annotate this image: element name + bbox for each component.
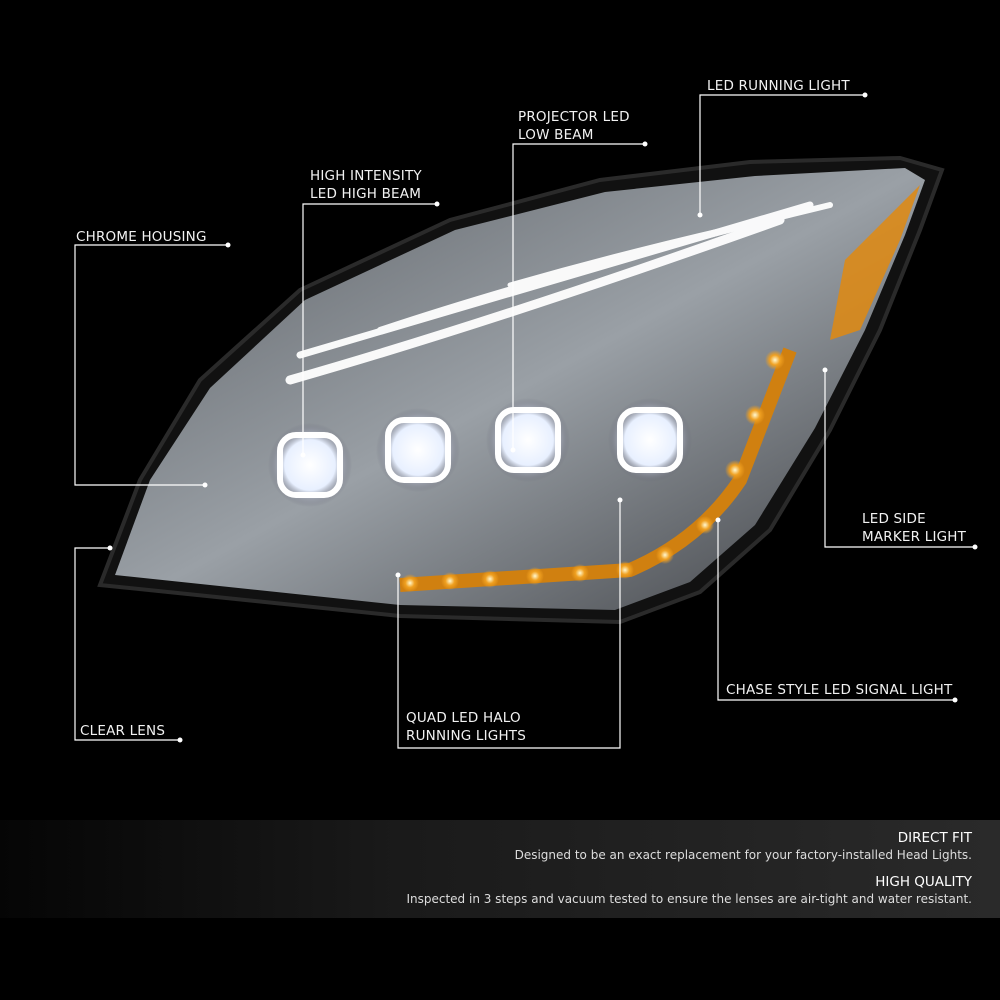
callout-halo-line1: QUAD LED HALO: [406, 710, 521, 726]
callout-signal-light: CHASE STYLE LED SIGNAL LIGHT: [726, 682, 953, 698]
headlight: [97, 155, 945, 625]
callout-dots: [107, 92, 978, 743]
callout-chrome-housing: CHROME HOUSING: [76, 229, 207, 245]
features-banner: DIRECT FIT Designed to be an exact repla…: [0, 820, 1000, 918]
feature-title: DIRECT FIT: [897, 830, 972, 846]
callout-side-marker: LED SIDE MARKER LIGHT: [862, 510, 966, 546]
callout-lines: [74, 94, 975, 749]
callout-clear-lens: CLEAR LENS: [80, 723, 166, 739]
feature-title: HIGH QUALITY: [875, 874, 972, 890]
callout-low-beam: PROJECTOR LED LOW BEAM: [518, 108, 630, 144]
callout-high-beam: HIGH INTENSITY LED HIGH BEAM: [310, 167, 422, 203]
callout-halo-line2: RUNNING LIGHTS: [406, 728, 527, 744]
running-light-bars: [285, 201, 833, 385]
callout-halo: QUAD LED HALO RUNNING LIGHTS: [406, 709, 526, 745]
feature-text: Designed to be an exact replacement for …: [514, 848, 972, 862]
callout-high-beam-line1: HIGH INTENSITY: [310, 168, 422, 184]
callout-low-beam-line2: LOW BEAM: [518, 127, 594, 143]
callout-side-marker-line1: LED SIDE: [862, 511, 926, 527]
callout-running-light: LED RUNNING LIGHT: [707, 78, 850, 94]
callout-side-marker-line2: MARKER LIGHT: [862, 529, 967, 545]
callout-low-beam-line1: PROJECTOR LED: [518, 109, 630, 125]
feature-text: Inspected in 3 steps and vacuum tested t…: [406, 892, 972, 906]
callout-high-beam-line2: LED HIGH BEAM: [310, 186, 422, 202]
halo-projectors: [268, 398, 692, 507]
